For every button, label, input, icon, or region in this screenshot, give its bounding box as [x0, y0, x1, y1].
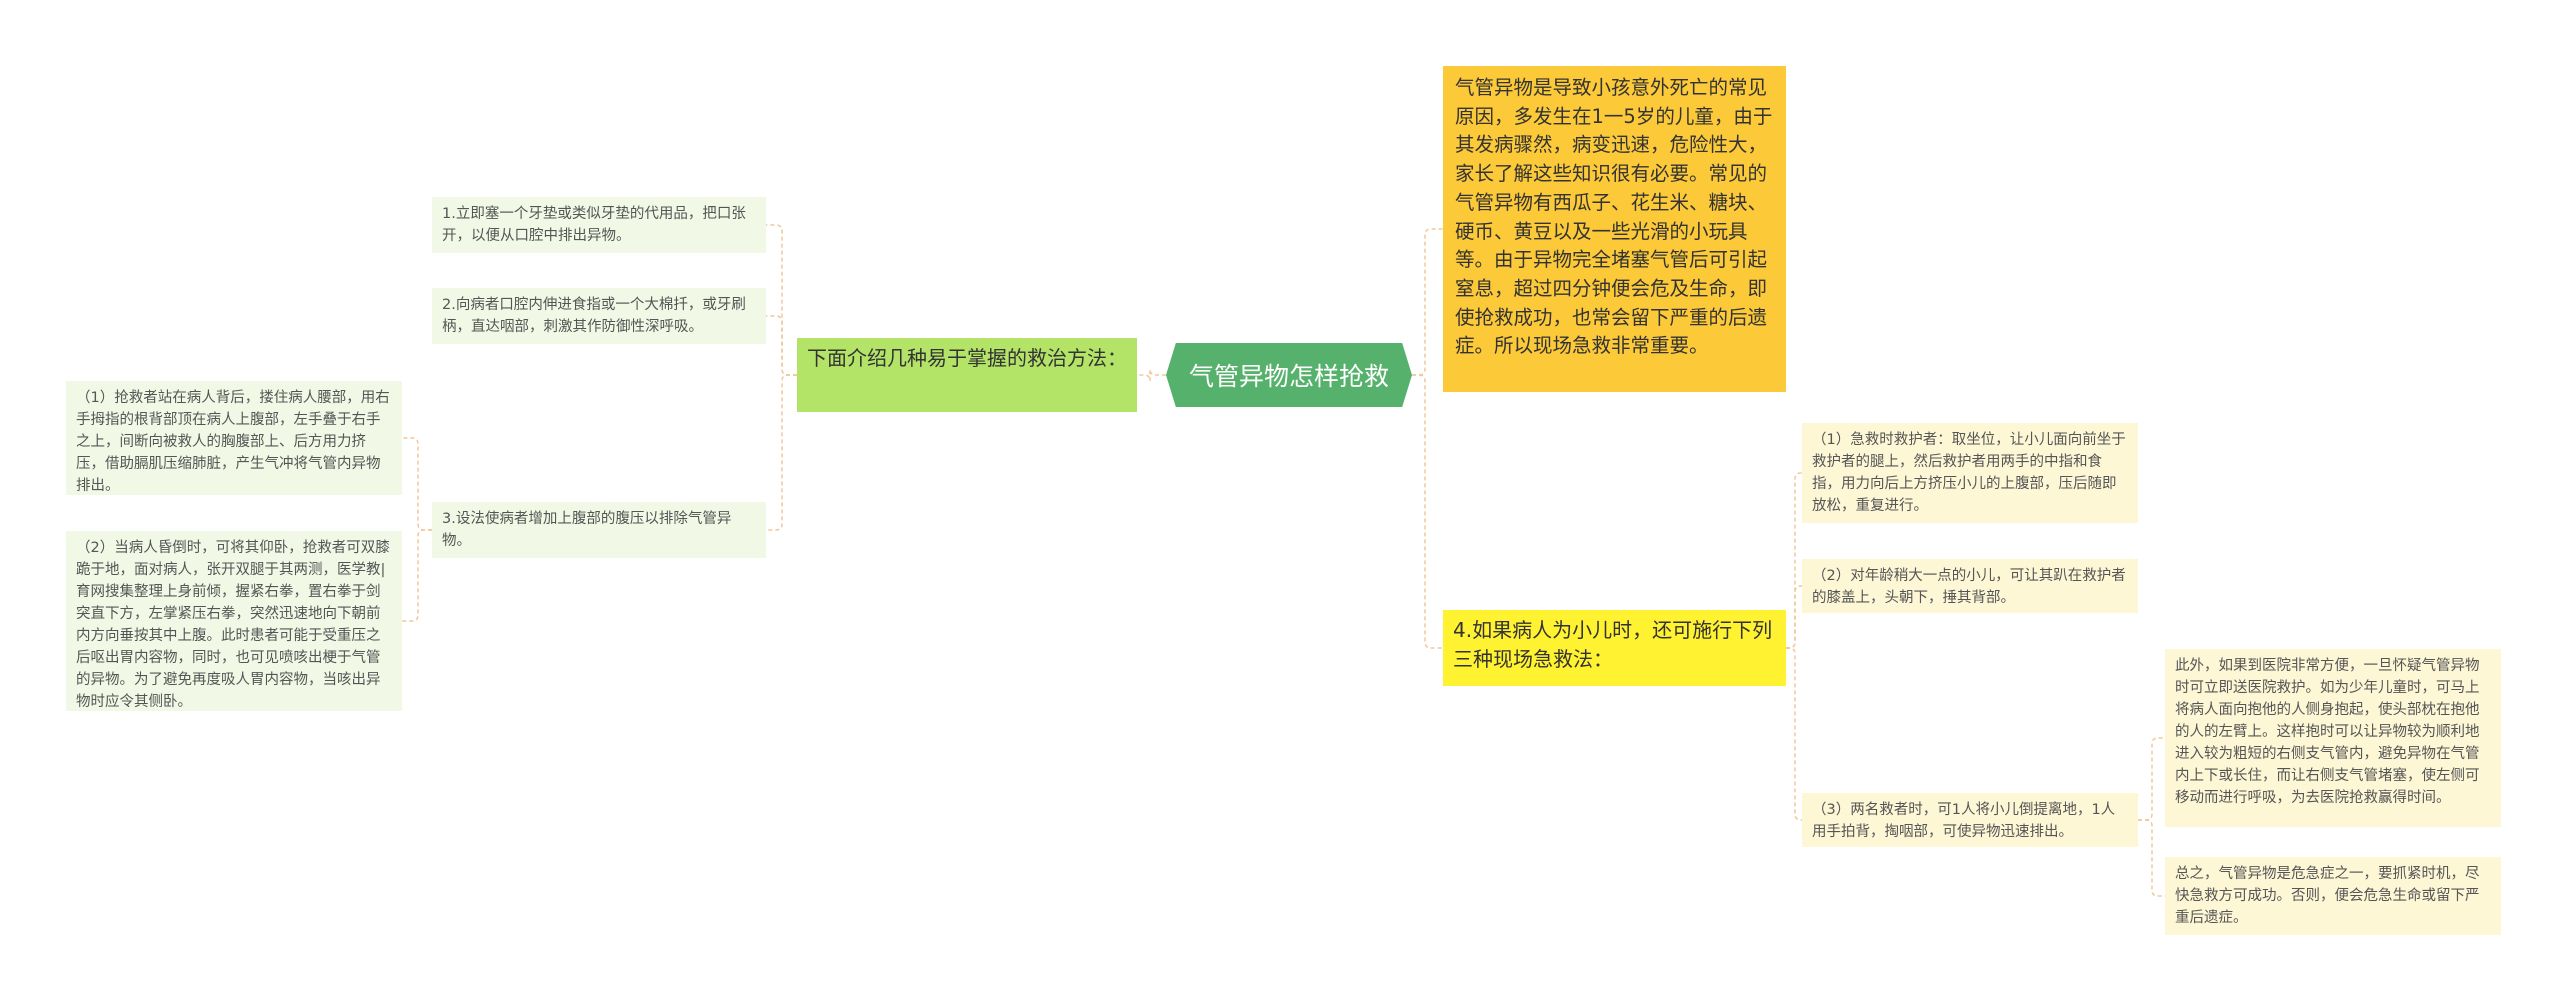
link-methods-1	[766, 315, 797, 376]
child-note-1[interactable]: 此外，如果到医院非常方便，一旦怀疑气管异物时可立即送医院救护。如为少年儿童时，可…	[2165, 649, 2501, 827]
link-root-right-1	[1412, 374, 1443, 649]
method-item-1[interactable]: 1.立即塞一个牙垫或类似牙垫的代用品，把口张开，以便从口腔中排出异物。	[432, 197, 766, 253]
methods-topic[interactable]: 下面介绍几种易于掌握的救治方法：	[797, 338, 1137, 412]
root-topic[interactable]: 气管异物怎样抢救	[1166, 343, 1412, 407]
child-note-2[interactable]: 总之，气管异物是危急症之一，要抓紧时机，尽快急救方可成功。否则，便会危急生命或留…	[2165, 857, 2501, 935]
method-item-3[interactable]: 3.设法使病者增加上腹部的腹压以排除气管异物。	[432, 502, 766, 558]
method-sub-2[interactable]: （2）当病人昏倒时，可将其仰卧，抢救者可双膝跪于地，面对病人，张开双腿于其两测，…	[66, 531, 402, 711]
link-method3-1	[402, 529, 432, 622]
link-methods-0	[766, 224, 797, 376]
link-child3-1	[2138, 819, 2165, 897]
child-topic[interactable]: 4.如果病人为小儿时，还可施行下列三种现场急救法：	[1443, 610, 1786, 686]
child-item-3[interactable]: （3）两名救者时，可1人将小儿倒提离地，1人用手拍背，掏咽部，可使异物迅速排出。	[1802, 793, 2138, 847]
link-child-0	[1786, 472, 1802, 649]
link-root-left-0	[1137, 368, 1166, 382]
link-root-right-0	[1412, 228, 1443, 376]
link-methods-2	[766, 374, 797, 531]
intro-topic[interactable]: 气管异物是导致小孩意外死亡的常见原因，多发生在1一5岁的儿童，由于其发病骤然，病…	[1443, 66, 1786, 392]
link-method3-0	[402, 437, 432, 531]
link-child-2	[1786, 647, 1802, 821]
link-child-1	[1786, 585, 1802, 649]
method-sub-1[interactable]: （1）抢救者站在病人背后，搂住病人腰部，用右手拇指的根背部顶在病人上腹部，左手叠…	[66, 381, 402, 495]
child-item-1[interactable]: （1）急救时救护者：取坐位，让小儿面向前坐于救护者的腿上，然后救护者用两手的中指…	[1802, 423, 2138, 523]
method-item-2[interactable]: 2.向病者口腔内伸进食指或一个大棉扦，或牙刷柄，直达咽部，刺激其作防御性深呼吸。	[432, 288, 766, 344]
child-item-2[interactable]: （2）对年龄稍大一点的小儿，可让其趴在救护者的膝盖上，头朝下，捶其背部。	[1802, 559, 2138, 613]
link-child3-0	[2138, 737, 2165, 821]
